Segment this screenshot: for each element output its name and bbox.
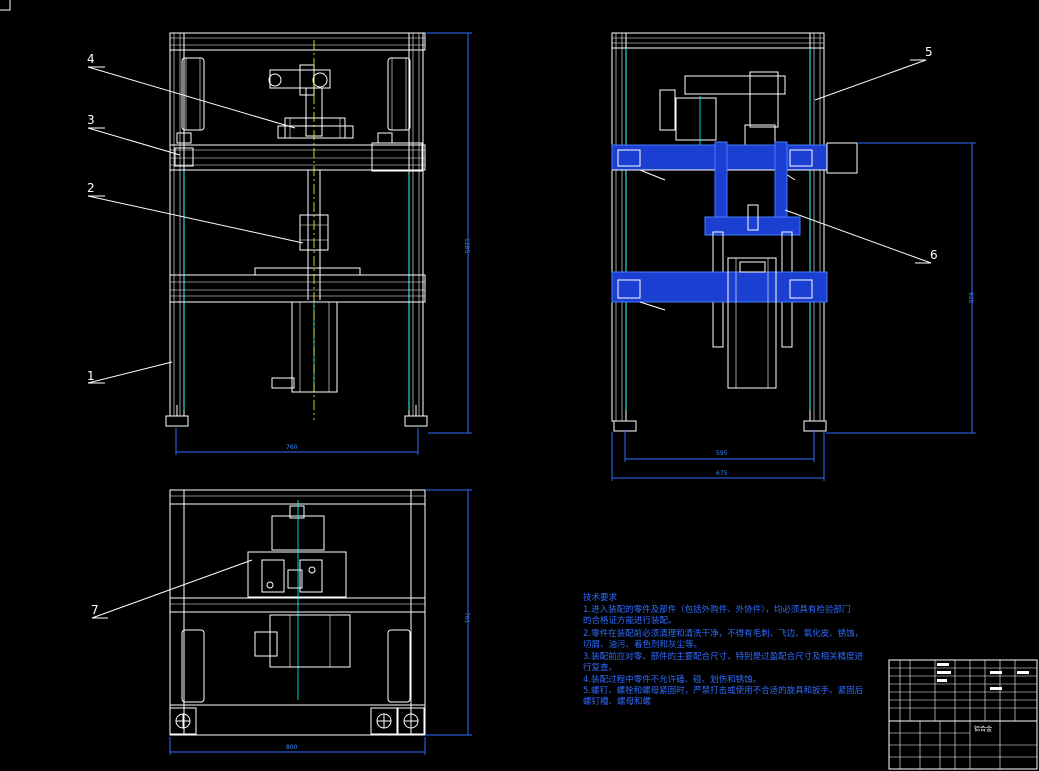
leader-6: [784, 209, 932, 264]
part-label-5: 5: [925, 45, 933, 59]
side-inner-width-dim-text: 595: [716, 450, 728, 457]
top-main-block: [247, 551, 347, 598]
sheet-corner-mark: [0, 0, 11, 11]
side-view: 5 6 595 675 920: [611, 32, 976, 481]
front-lower-beam: [169, 274, 426, 303]
part-label-7: 7: [91, 603, 99, 617]
part-label-6: 6: [930, 248, 938, 262]
front-left-foot: [165, 415, 189, 427]
notes-title: 技术要求: [583, 592, 618, 603]
right-guide-cylinder: [387, 57, 411, 131]
part-label-2: 2: [87, 181, 95, 195]
upper-mechanism: [268, 64, 354, 139]
notes-line-8: 5.螺钉、螺栓和螺母紧固时，严禁打击或使用不合适的旋具和扳手。紧固后: [583, 685, 864, 696]
leader-7: [91, 559, 253, 619]
part-label-3: 3: [87, 113, 95, 127]
side-beam-block: [826, 142, 858, 174]
part-label-1: 1: [87, 369, 95, 383]
notes-line-4: 切屑、油污、着色剂和灰尘等。: [583, 639, 702, 650]
front-view: 4 3 2 1 760 1285: [87, 32, 472, 455]
top-width-dim-text: 800: [286, 744, 298, 751]
leader-1: [87, 361, 173, 384]
notes-line-9: 螺钉槽、螺母和螺: [583, 696, 652, 707]
side-motor: [684, 75, 786, 95]
notes-line-5: 3.装配前应对零、部件的主要配合尺寸，特别是过盈配合尺寸及相关精度进: [583, 651, 864, 662]
top-depth-dim-text: 701: [463, 612, 470, 624]
title-block-material: 铝合金: [974, 725, 992, 733]
side-left-foot: [613, 420, 637, 432]
top-middle-beam: [169, 597, 426, 613]
side-left-post: [611, 32, 627, 422]
title-block: 铝合金: [888, 659, 1038, 770]
notes-line-7: 4.装配过程中零件不允许磕、碰、划伤和锈蚀。: [583, 674, 761, 685]
notes-line-3: 2.零件在装配前必须清理和清洗干净，不得有毛刺、飞边、氧化皮、锈蚀，: [583, 628, 863, 639]
side-height-dim-text: 920: [967, 292, 974, 304]
leader-5: [814, 59, 927, 101]
front-top-beam: [169, 32, 426, 51]
leader-4: [87, 66, 296, 129]
front-right-foot: [404, 415, 428, 427]
notes-line-6: 行复查。: [583, 662, 617, 673]
title-block-frame: [888, 659, 1038, 770]
front-beam-block: [371, 142, 423, 172]
top-lower-block: [269, 614, 351, 668]
notes-line-1: 1.进入装配的零件及部件（包括外购件、外协件），均必须具有检验部门: [583, 604, 850, 615]
side-outer-width-dim-text: 675: [716, 470, 728, 477]
leader-3: [87, 127, 181, 156]
notes-line-2: 的合格证方能进行装配。: [583, 615, 677, 626]
technical-notes: 技术要求 1.进入装配的零件及部件（包括外购件、外协件），均必须具有检验部门 的…: [583, 592, 864, 707]
top-right-corner-plate: [397, 707, 425, 735]
front-height-dim-text: 1285: [463, 238, 470, 253]
front-middle-beam: [169, 144, 426, 171]
side-right-foot: [803, 420, 827, 432]
front-right-post: [408, 32, 424, 417]
front-width-dim-text: 760: [286, 444, 298, 451]
side-top-beam: [611, 32, 825, 49]
left-guide-cylinder: [181, 57, 205, 131]
top-view: 7 800 701: [91, 489, 472, 755]
front-lower-cylinder: [291, 301, 338, 393]
top-left-corner-plate: [169, 707, 197, 735]
side-right-post: [809, 32, 825, 422]
part-label-4: 4: [87, 52, 95, 66]
side-lower-cylinder: [727, 257, 777, 389]
side-lower-beam-section: [611, 271, 828, 303]
leader-2: [87, 195, 304, 244]
